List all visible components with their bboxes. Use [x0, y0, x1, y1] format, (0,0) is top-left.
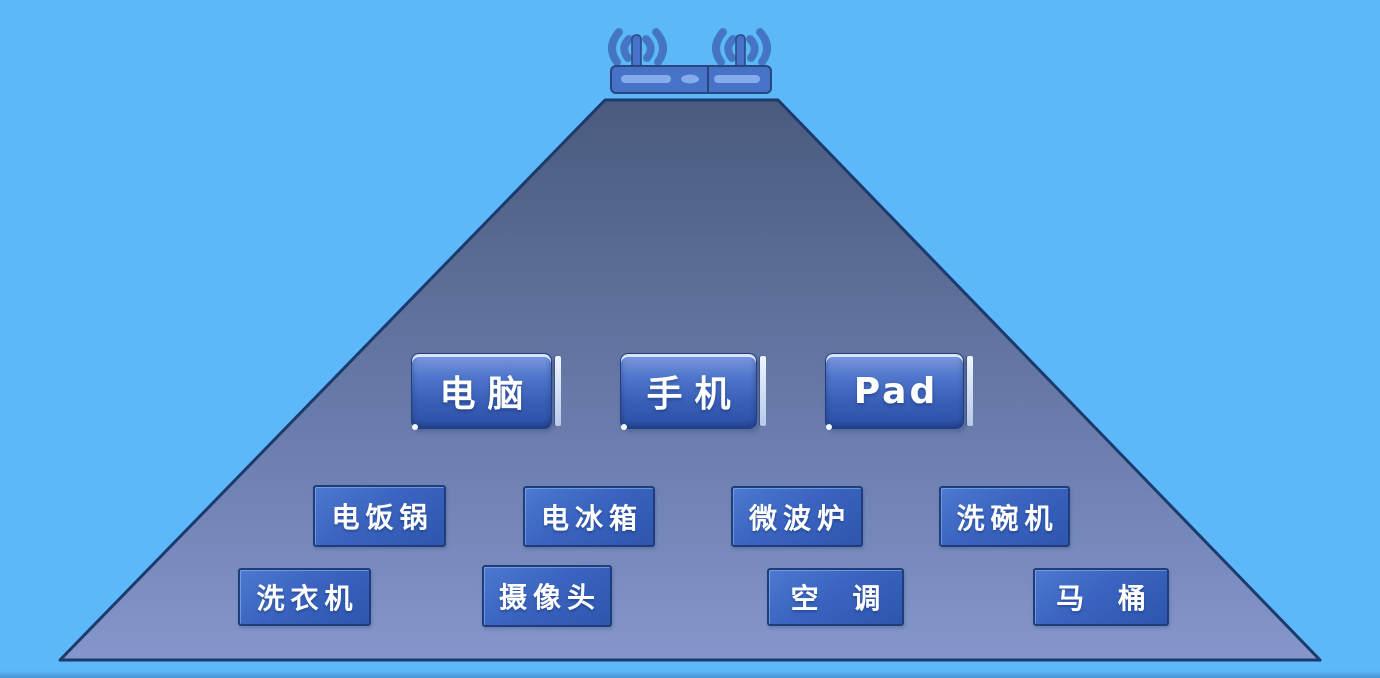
- device-phone-label: 手机: [646, 374, 743, 415]
- device-dishwasher: 洗碗机: [939, 486, 1070, 547]
- device-phone: 手机: [620, 353, 766, 430]
- router-slot-left: [621, 75, 671, 83]
- device-computer: 电脑: [411, 353, 561, 430]
- device-toilet-label: 马 桶: [1056, 582, 1158, 615]
- device-rice-cooker-label: 电饭锅: [331, 501, 434, 534]
- device-tablet: Pad: [825, 353, 973, 430]
- device-computer-label: 电脑: [439, 374, 536, 415]
- device-dishwasher-label: 洗碗机: [956, 501, 1059, 535]
- router-led-oval: [681, 74, 699, 84]
- device-toilet: 马 桶: [1033, 568, 1169, 626]
- device-rice-cooker: 电饭锅: [313, 485, 446, 547]
- device-air-conditioner-label: 空 调: [790, 582, 893, 615]
- device-washing-machine-label: 洗衣机: [256, 582, 359, 615]
- router-slot-right: [714, 75, 760, 83]
- wifi-signal-waves-icon: [608, 28, 771, 66]
- device-washing-machine: 洗衣机: [238, 568, 371, 626]
- device-tablet-label: Pad: [853, 370, 939, 412]
- device-refrigerator: 电冰箱: [523, 486, 655, 547]
- device-air-conditioner: 空 调: [767, 568, 904, 626]
- device-refrigerator-label: 电冰箱: [540, 501, 643, 535]
- device-microwave-oven-label: 微波炉: [748, 501, 851, 535]
- device-camera-label: 摄像头: [498, 581, 601, 614]
- device-camera: 摄像头: [482, 565, 612, 627]
- device-microwave-oven: 微波炉: [731, 486, 863, 547]
